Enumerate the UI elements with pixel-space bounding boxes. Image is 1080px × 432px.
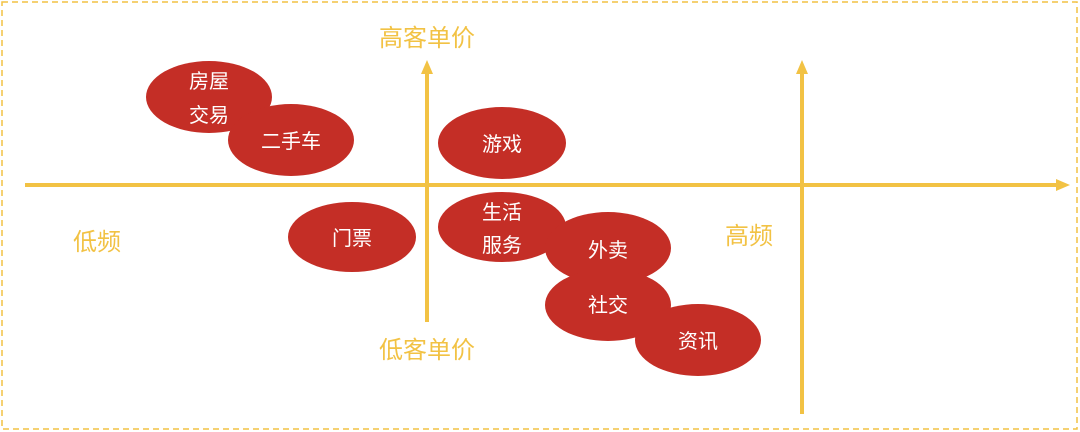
bubble-label: 房屋: [189, 69, 229, 93]
bubble-social: 社交: [545, 269, 671, 341]
bubble-food-delivery: 外卖: [545, 212, 671, 284]
bubble-label: 服务: [482, 233, 522, 257]
label-low-frequency: 低频: [73, 228, 121, 256]
label-high-frequency: 高频: [725, 222, 773, 250]
label-high-price: 高客单价: [379, 24, 475, 52]
bubble-life-services: 生活 服务: [438, 192, 566, 262]
label-low-price: 低客单价: [379, 336, 475, 364]
bubble-label: 生活: [482, 200, 522, 224]
bubble-real-estate: 房屋 交易: [146, 61, 272, 133]
bubble-label: 门票: [332, 226, 372, 250]
bubble-games: 游戏: [438, 107, 566, 179]
price-axis-arrow-icon: [421, 60, 433, 74]
bubble-label: 交易: [189, 103, 229, 127]
frequency-axis-arrow-icon: [1056, 179, 1070, 191]
bubble-label: 社交: [588, 293, 628, 317]
bubble-label: 二手车: [261, 129, 321, 153]
bubble-label: 资讯: [678, 329, 718, 353]
secondary-price-axis-arrow-icon: [796, 60, 808, 74]
bubble-label: 游戏: [482, 132, 522, 156]
bubble-tickets: 门票: [288, 202, 416, 272]
bubble-news: 资讯: [635, 304, 761, 376]
bubble-label: 外卖: [588, 238, 628, 262]
bubble-used-cars: 二手车: [228, 104, 354, 176]
